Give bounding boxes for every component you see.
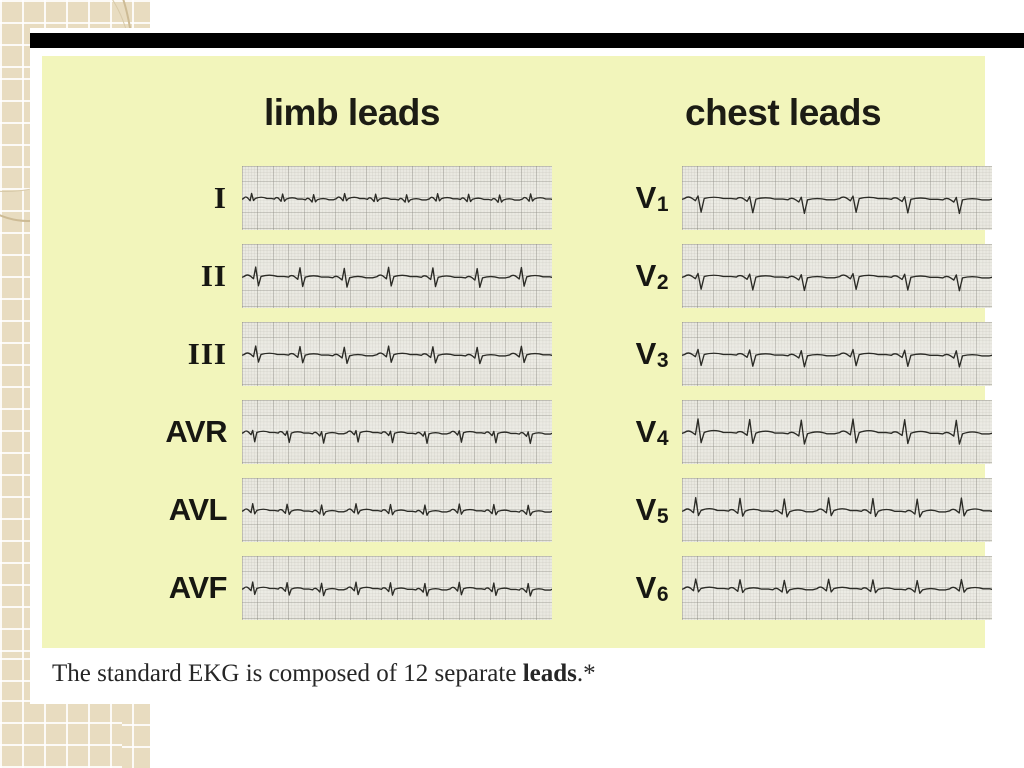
lead-letter: V: [635, 492, 657, 527]
ekg-strip-v4: [682, 400, 992, 464]
lead-subscript: 5: [656, 505, 669, 528]
lead-letter: V: [635, 570, 657, 605]
lead-row-iii: III: [102, 322, 582, 386]
lead-letter: V: [635, 258, 657, 293]
ekg-figure-panel: limb leads chest leads I II: [42, 56, 992, 648]
lead-row-avr: AVR: [102, 400, 582, 464]
ekg-strip-v6: [682, 556, 992, 620]
lead-label-avr: AVR: [165, 414, 227, 449]
ekg-strip-ii: [242, 244, 552, 308]
lead-label-avf: AVF: [168, 570, 228, 605]
ekg-strip-v3: [682, 322, 992, 386]
limb-leads-heading: limb leads: [264, 92, 440, 133]
caption-emphasis: leads: [522, 660, 577, 687]
ekg-strip-avr: [242, 400, 552, 464]
ekg-strip-v2: [682, 244, 992, 308]
lead-subscript: 1: [656, 193, 669, 216]
lead-subscript: 6: [656, 583, 669, 606]
lead-letter: V: [635, 414, 657, 449]
lead-label-avl: AVL: [168, 492, 228, 527]
lead-row-avl: AVL: [102, 478, 582, 542]
caption-prefix: The standard EKG is composed of 12 separ…: [52, 660, 523, 687]
lead-row-ii: II: [102, 244, 582, 308]
chest-leads-heading: chest leads: [685, 92, 882, 133]
lead-letter: V: [635, 336, 657, 371]
ekg-strip-v5: [682, 478, 992, 542]
ekg-strip-iii: [242, 322, 552, 386]
decorative-checker-left-strip: [0, 78, 30, 658]
decorative-checker-bottom-tail: [0, 700, 122, 768]
lead-letter: V: [635, 180, 657, 215]
ekg-strip-v1: [682, 166, 992, 230]
caption-suffix: .*: [576, 660, 596, 687]
lead-row-avf: AVF: [102, 556, 582, 620]
lead-label-ii: II: [200, 258, 227, 293]
lead-label-i: I: [213, 180, 227, 215]
lead-label-iii: III: [187, 336, 227, 371]
lead-subscript: 3: [656, 349, 669, 372]
ekg-strip-avl: [242, 478, 552, 542]
lead-subscript: 4: [656, 427, 669, 450]
lead-row-i: I: [102, 166, 582, 230]
ekg-strip-avf: [242, 556, 552, 620]
figure-caption: The standard EKG is composed of 12 separ…: [52, 660, 596, 688]
slide-title-bar: [30, 33, 1024, 48]
lead-subscript: 2: [656, 271, 669, 294]
ekg-strip-i: [242, 166, 552, 230]
